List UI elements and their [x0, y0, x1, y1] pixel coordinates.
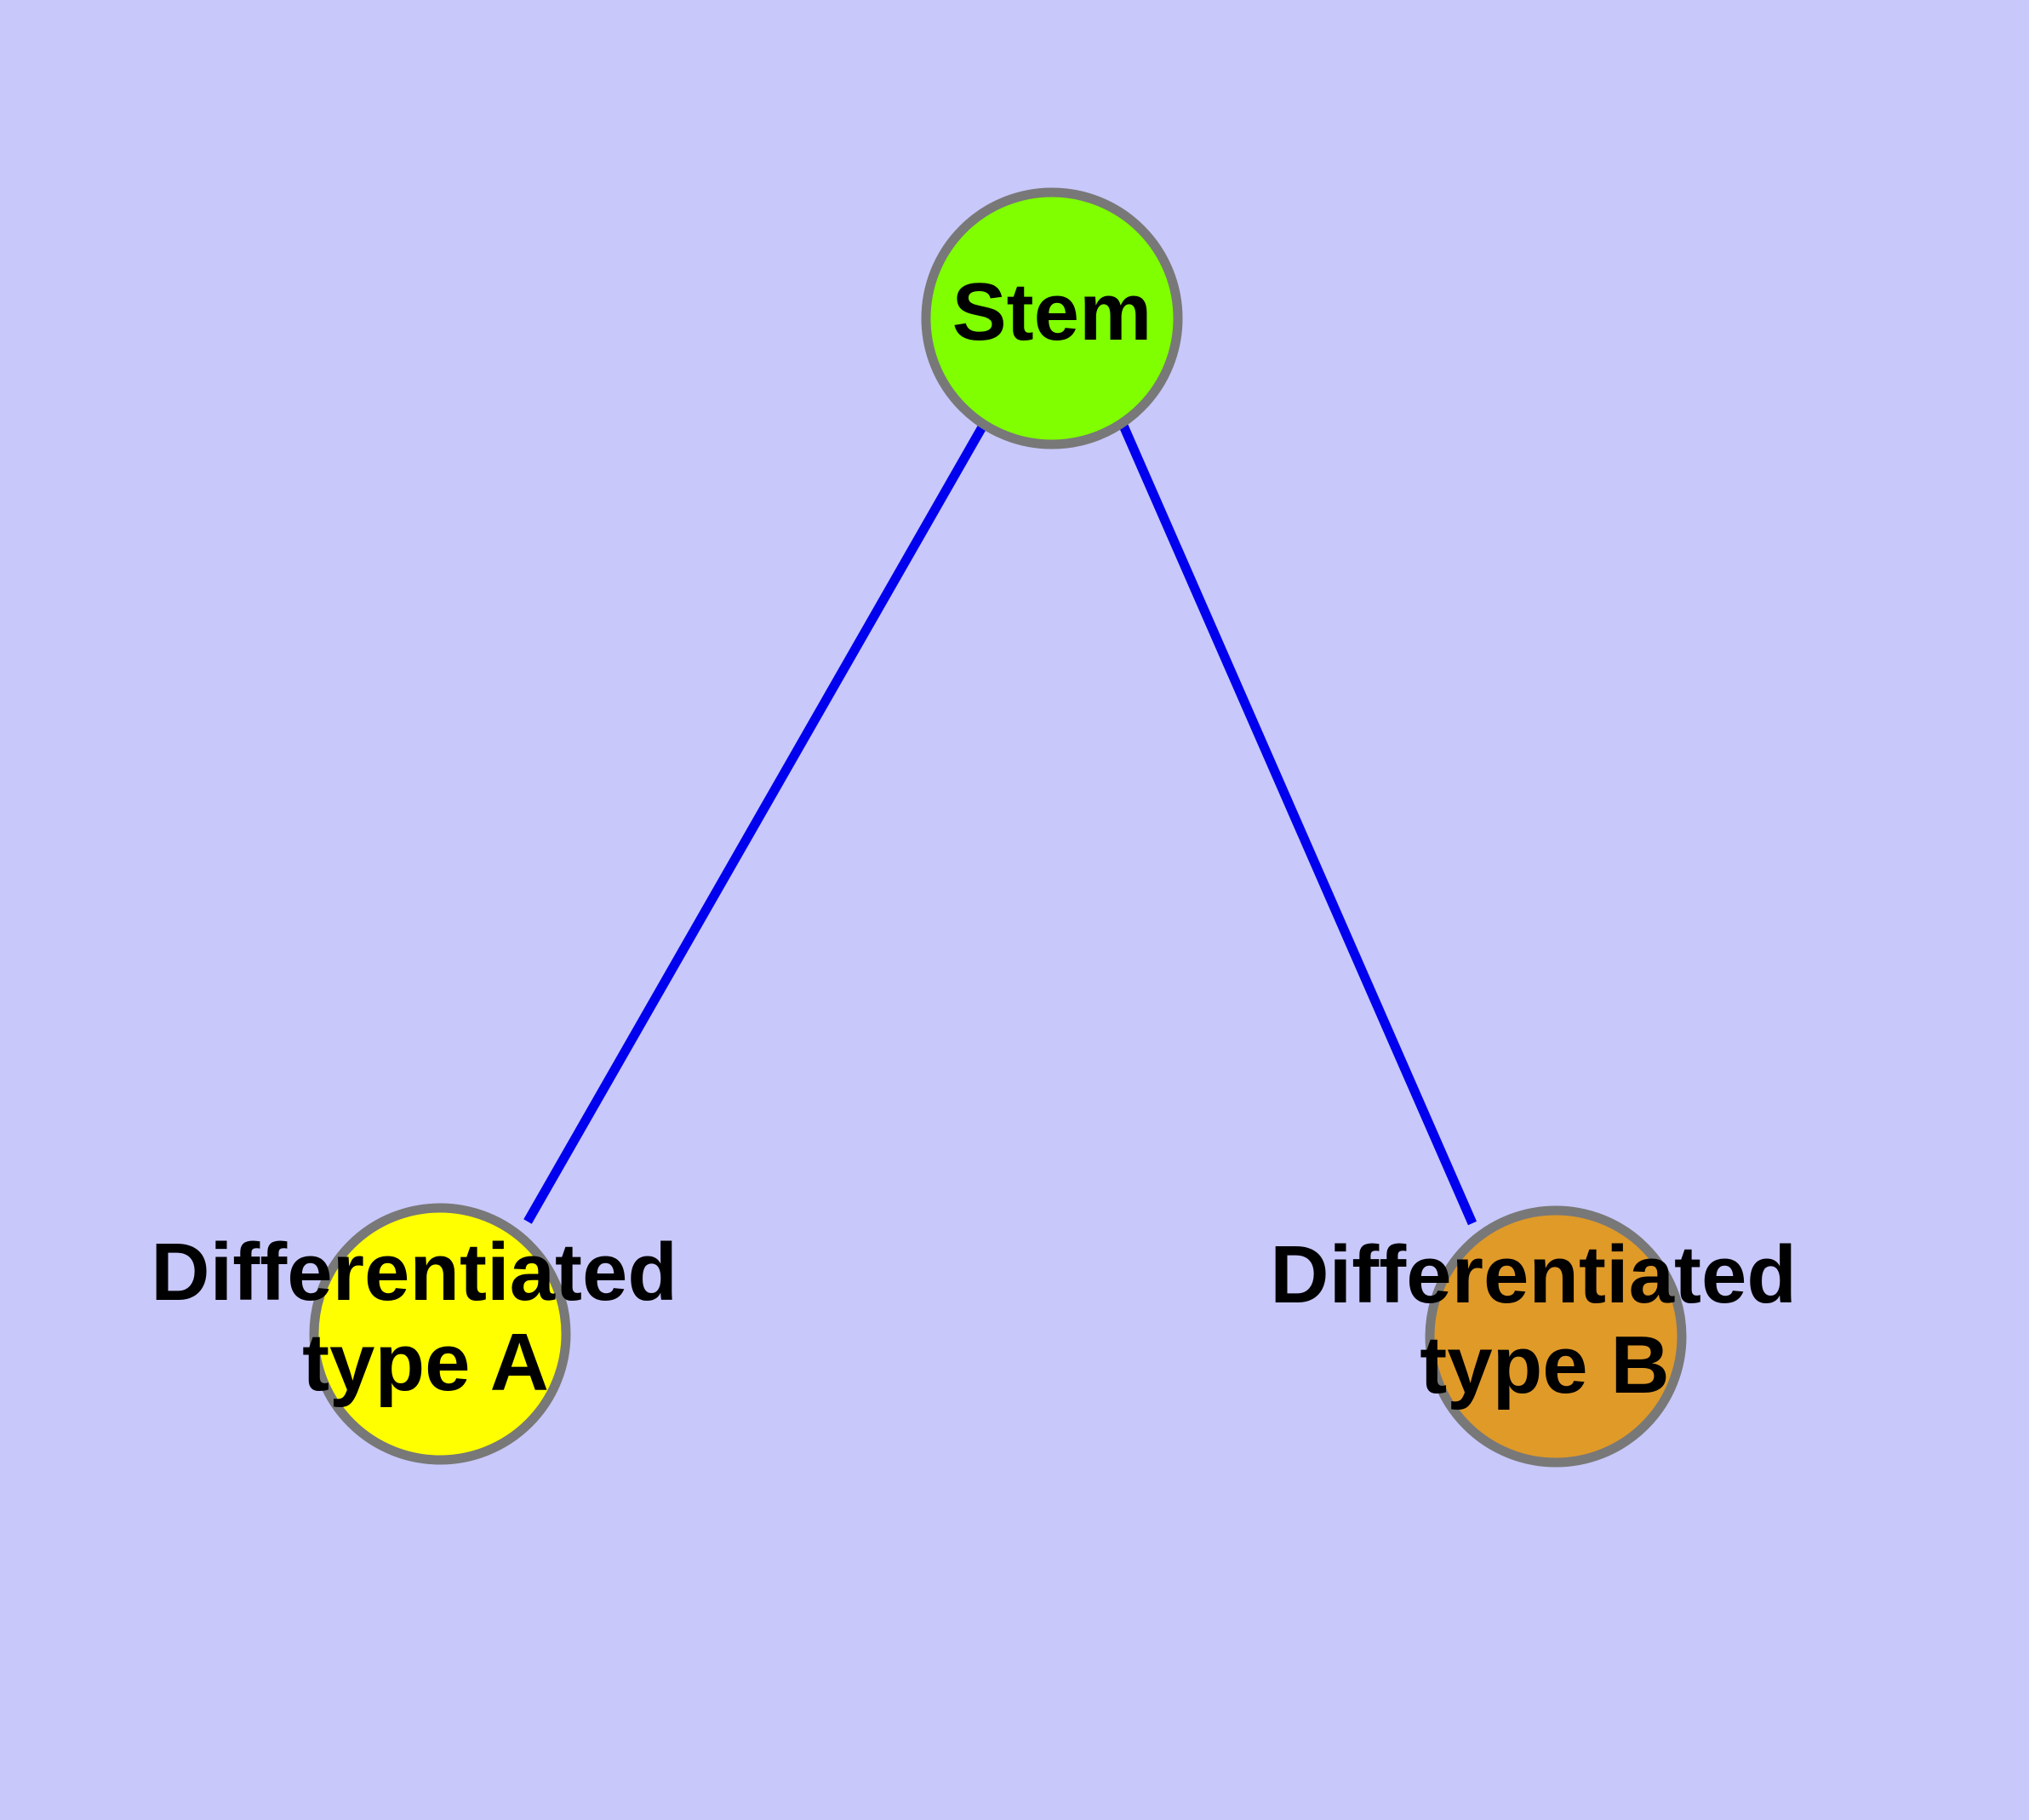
edge-stem-to-differentiated-type-a: [523, 423, 987, 1224]
node-differentiated-type-b-label: Differentiated type B: [1270, 1229, 1819, 1411]
edge-stem-to-differentiated-type-b: [1118, 423, 1477, 1226]
node-differentiated-type-a-circle[interactable]: [309, 1203, 571, 1465]
edge-group: [523, 423, 1477, 1226]
node-stem[interactable]: Stem: [921, 187, 1183, 449]
node-differentiated-type-a[interactable]: Differentiated type A: [151, 1203, 700, 1465]
node-group: Stem Differentiated type A Differentiate…: [151, 187, 1819, 1468]
node-differentiated-type-a-label: Differentiated type A: [151, 1227, 700, 1408]
node-differentiated-type-b-circle[interactable]: [1425, 1205, 1687, 1468]
node-stem-circle[interactable]: [921, 187, 1183, 449]
node-differentiated-type-b[interactable]: Differentiated type B: [1270, 1205, 1819, 1468]
node-stem-label: Stem: [952, 266, 1152, 358]
